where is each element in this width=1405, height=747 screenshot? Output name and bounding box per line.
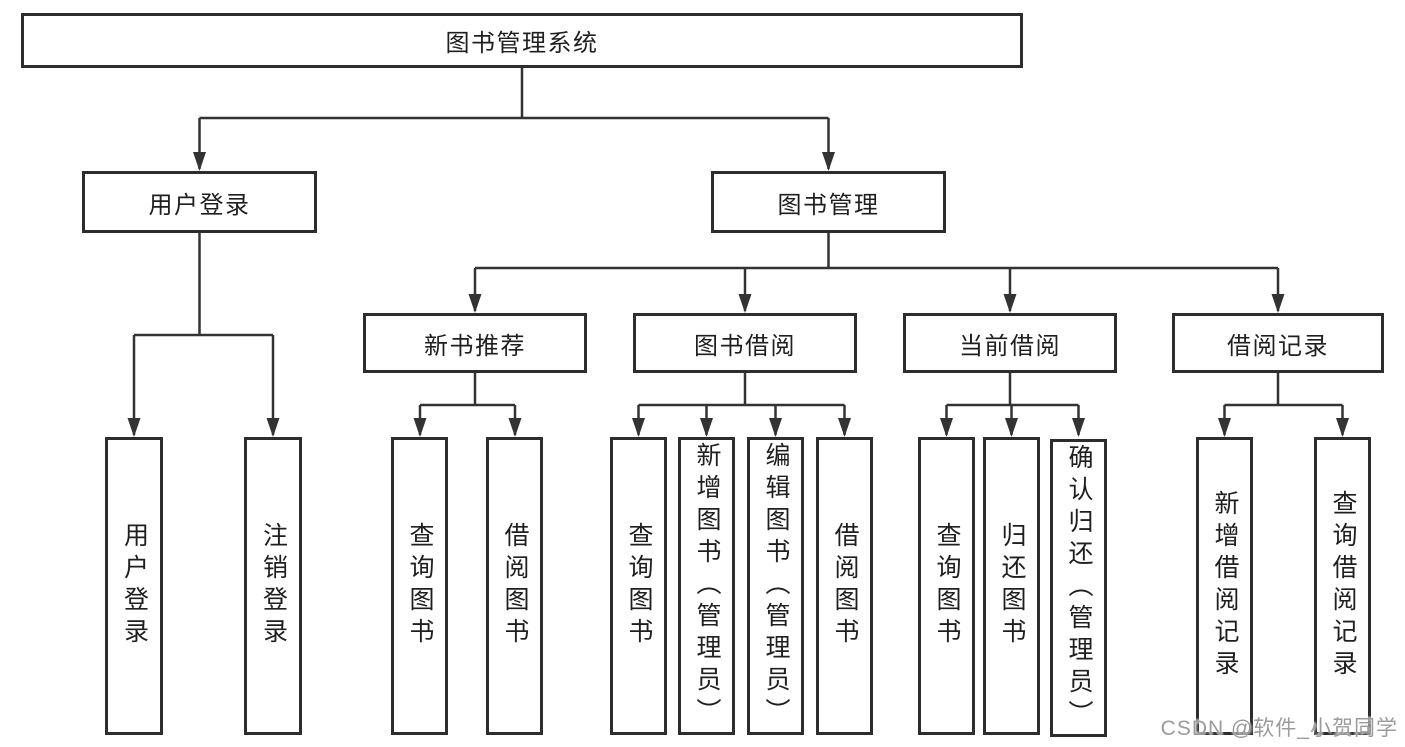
node-leaf-newbooks-query: 查询图书 bbox=[391, 437, 448, 735]
node-leaf-newbooks-borrow: 借阅图书 bbox=[486, 437, 543, 735]
node-leaf-user-login: 用户登录 bbox=[105, 437, 163, 735]
connector-user-login-children bbox=[127, 233, 280, 437]
node-leaf-confirm-return-admin: 确认归还（管理员） bbox=[1050, 439, 1107, 737]
leaf-label: 查询图书 bbox=[406, 522, 434, 650]
node-leaf-borrow-add-admin: 新增图书（管理员） bbox=[678, 437, 735, 735]
leaf-label: 查询图书 bbox=[933, 522, 961, 650]
connector-root-to-level1 bbox=[193, 68, 835, 171]
node-book-mgmt: 图书管理 bbox=[711, 171, 946, 233]
node-root-system: 图书管理系统 bbox=[21, 13, 1023, 68]
node-current-borrow: 当前借阅 bbox=[903, 313, 1117, 373]
leaf-label: 新增借阅记录 bbox=[1211, 490, 1239, 682]
node-leaf-add-borrow-record: 新增借阅记录 bbox=[1196, 437, 1253, 735]
leaf-label: 编辑图书（管理员） bbox=[762, 442, 790, 730]
node-new-books: 新书推荐 bbox=[363, 313, 587, 373]
node-leaf-logout: 注销登录 bbox=[244, 437, 302, 735]
csdn-watermark: CSDN @软件_小贺同学 bbox=[1160, 717, 1398, 740]
connector-current-borrow-children bbox=[940, 373, 1085, 437]
leaf-label: 借阅图书 bbox=[501, 522, 529, 650]
leaf-label: 借阅图书 bbox=[831, 522, 859, 650]
node-book-borrow: 图书借阅 bbox=[633, 313, 857, 373]
connector-borrow-records-children bbox=[1218, 373, 1349, 437]
connector-book-mgmt-children bbox=[468, 233, 1285, 313]
node-leaf-return-book: 归还图书 bbox=[983, 437, 1040, 735]
leaf-label: 查询借阅记录 bbox=[1329, 490, 1357, 682]
leaf-label: 归还图书 bbox=[998, 522, 1026, 650]
connector-new-books-children bbox=[413, 373, 522, 437]
connector-book-borrow-children bbox=[632, 373, 851, 437]
leaf-label: 查询图书 bbox=[625, 522, 653, 650]
node-leaf-borrow-edit-admin: 编辑图书（管理员） bbox=[747, 437, 804, 735]
node-leaf-borrow-query: 查询图书 bbox=[610, 437, 667, 735]
node-borrow-records: 借阅记录 bbox=[1172, 313, 1384, 373]
leaf-label: 确认归还（管理员） bbox=[1065, 444, 1093, 732]
node-leaf-query-borrow-record: 查询借阅记录 bbox=[1314, 437, 1371, 735]
node-leaf-borrow-book: 借阅图书 bbox=[816, 437, 873, 735]
node-leaf-current-query: 查询图书 bbox=[918, 437, 975, 735]
leaf-label: 注销登录 bbox=[259, 522, 288, 650]
leaf-label: 用户登录 bbox=[120, 522, 149, 650]
leaf-label: 新增图书（管理员） bbox=[693, 442, 721, 730]
node-user-login: 用户登录 bbox=[82, 171, 317, 233]
